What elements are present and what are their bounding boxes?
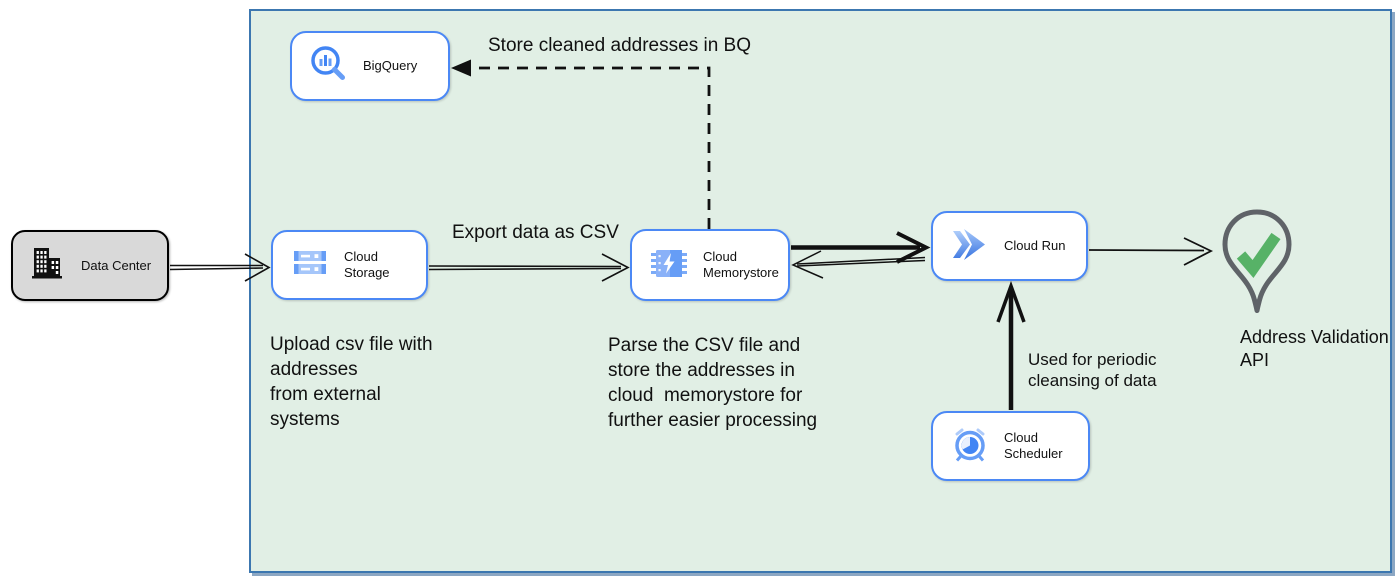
memorystore-icon — [649, 243, 689, 288]
node-cloud-run[interactable]: Cloud Run — [931, 211, 1088, 281]
node-bigquery[interactable]: BigQuery — [290, 31, 450, 101]
annotation-export-csv: Export data as CSV — [452, 222, 619, 243]
node-cloud-storage[interactable]: Cloud Storage — [271, 230, 428, 300]
node-label: BigQuery — [363, 58, 418, 73]
location-pin-check-icon — [1218, 209, 1296, 330]
node-label: Cloud Run — [1004, 238, 1066, 253]
node-label: Cloud Memorystore — [703, 249, 779, 280]
node-cloud-scheduler[interactable]: Cloud Scheduler — [931, 411, 1090, 481]
cloud-run-icon — [950, 224, 990, 269]
cloud-scheduler-icon — [950, 424, 990, 469]
annotation-parse-csv: Parse the CSV file and store the address… — [608, 335, 818, 431]
node-label: Data Center — [81, 257, 152, 273]
address-validation-label: Address Validation API — [1240, 327, 1389, 370]
cloud-storage-icon — [290, 243, 330, 288]
annotation-periodic-cleansing: Used for periodic cleansing of data — [1028, 350, 1157, 390]
gcp-boundary-container[interactable] — [249, 9, 1392, 573]
node-address-validation[interactable] — [1218, 206, 1296, 326]
node-label: Cloud Storage — [344, 249, 390, 280]
annotation-upload-csv: Upload csv file with addresses from exte… — [270, 334, 433, 430]
annotation-store-cleaned: Store cleaned addresses in BQ — [488, 35, 751, 56]
bigquery-icon — [309, 44, 349, 89]
node-label: Cloud Scheduler — [1004, 430, 1063, 461]
building-icon — [29, 245, 65, 286]
node-data-center[interactable]: Data Center — [11, 230, 169, 301]
node-cloud-memorystore[interactable]: Cloud Memorystore — [630, 229, 790, 301]
